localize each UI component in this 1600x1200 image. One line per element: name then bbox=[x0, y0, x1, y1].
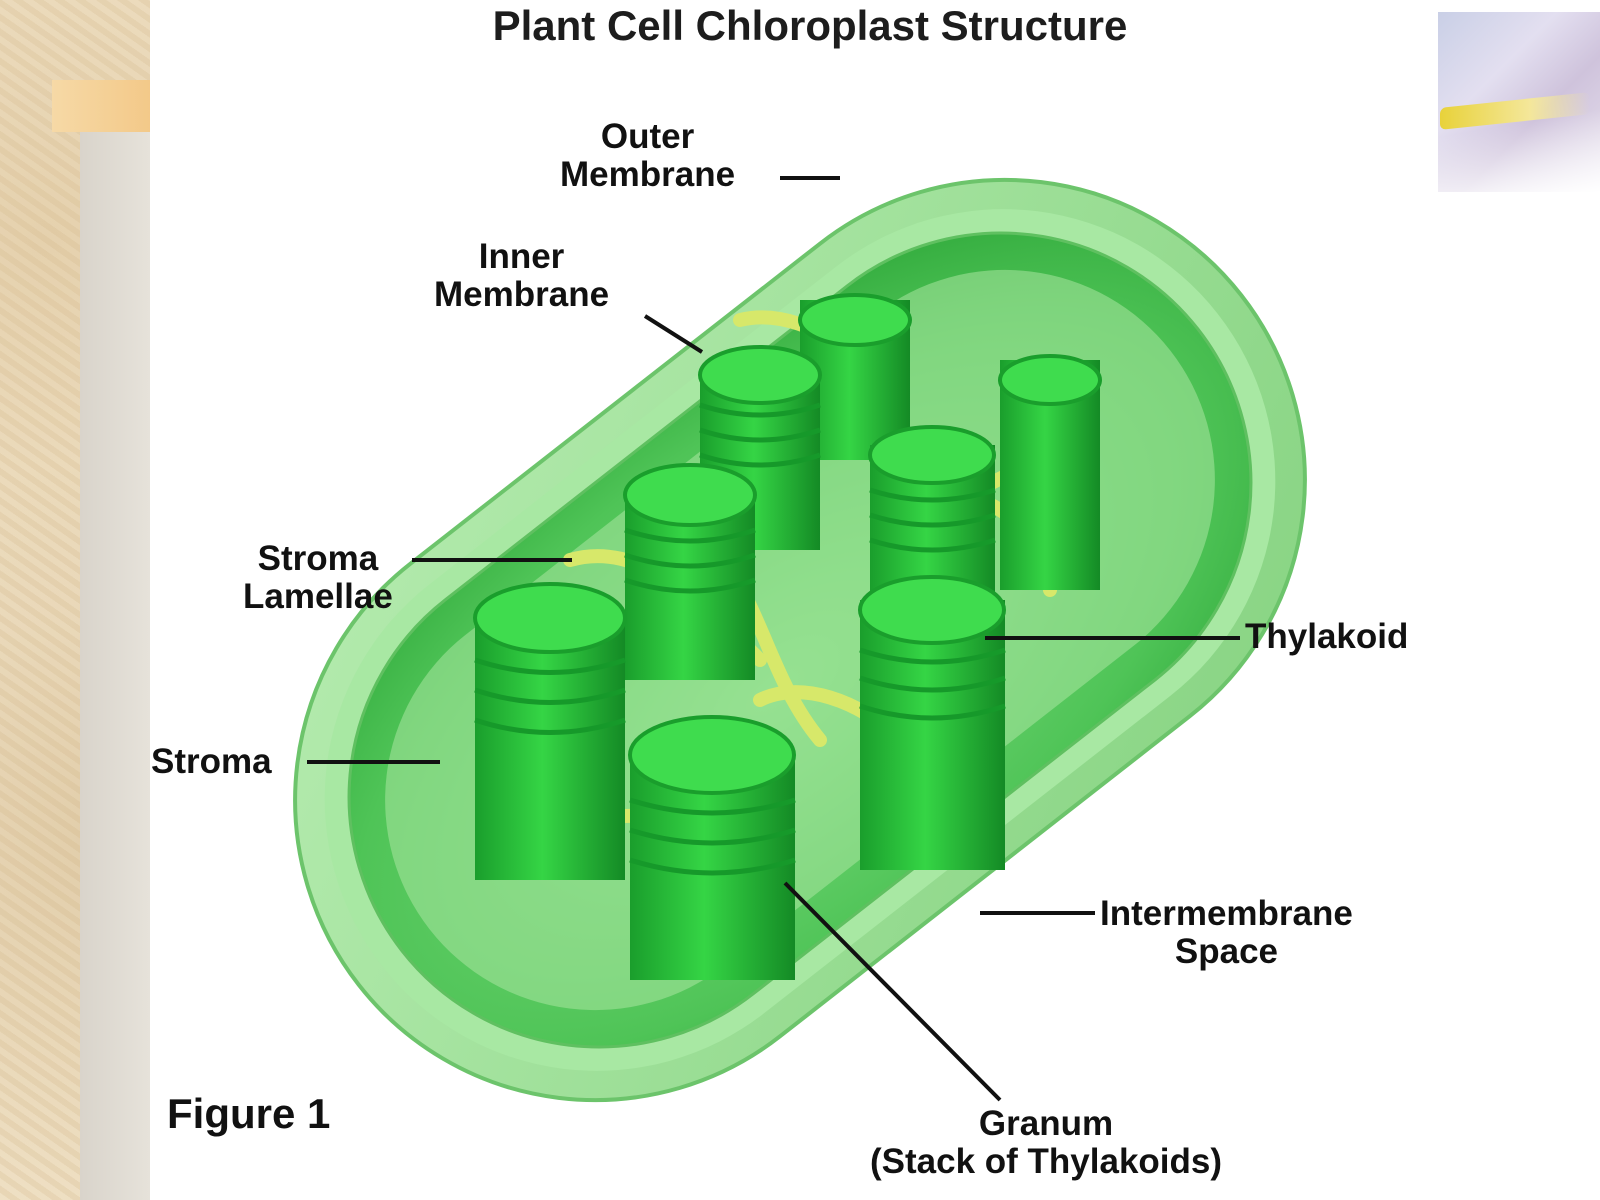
leader-lines bbox=[307, 176, 1240, 1102]
label-intermembrane-space-line1: Intermembrane bbox=[1100, 894, 1353, 933]
label-inner-membrane: Inner Membrane bbox=[434, 238, 609, 314]
label-inner-membrane-line2: Membrane bbox=[434, 275, 610, 314]
granum-stack bbox=[868, 425, 996, 595]
granum-stack bbox=[473, 582, 627, 880]
label-intermembrane-space-line2: Space bbox=[1174, 932, 1278, 971]
slide-side-bar bbox=[80, 130, 150, 1200]
grana-stacks bbox=[473, 293, 1102, 980]
diagram-title: Plant Cell Chloroplast Structure bbox=[492, 2, 1128, 49]
label-outer-membrane: Outer Membrane bbox=[560, 118, 735, 194]
inner-membrane-leader bbox=[643, 314, 704, 354]
label-intermembrane-space: Intermembrane Space bbox=[1100, 895, 1353, 971]
granum-stack bbox=[623, 463, 757, 680]
label-outer-membrane-line2: Membrane bbox=[560, 155, 736, 194]
granum-stack bbox=[858, 575, 1006, 870]
granum-stack bbox=[628, 715, 796, 980]
label-outer-membrane-line1: Outer bbox=[600, 117, 695, 156]
label-stroma-lamellae-line1: Stroma bbox=[257, 539, 379, 578]
label-granum-line1: Granum bbox=[978, 1104, 1114, 1143]
figure-label: Figure 1 bbox=[167, 1090, 331, 1137]
label-thylakoid: Thylakoid bbox=[1245, 617, 1409, 656]
label-granum-line2: (Stack of Thylakoids) bbox=[870, 1142, 1223, 1181]
chloroplast-body bbox=[293, 177, 1307, 1103]
granum-stack bbox=[998, 354, 1102, 590]
granum-leader bbox=[783, 881, 1002, 1102]
label-granum: Granum (Stack of Thylakoids) bbox=[870, 1105, 1222, 1181]
label-stroma: Stroma bbox=[151, 742, 272, 781]
label-stroma-lamellae: Stroma Lamellae bbox=[243, 540, 393, 616]
label-inner-membrane-line1: Inner bbox=[478, 237, 565, 276]
slide-accent-bar bbox=[52, 80, 150, 132]
label-stroma-lamellae-line2: Lamellae bbox=[243, 577, 393, 616]
